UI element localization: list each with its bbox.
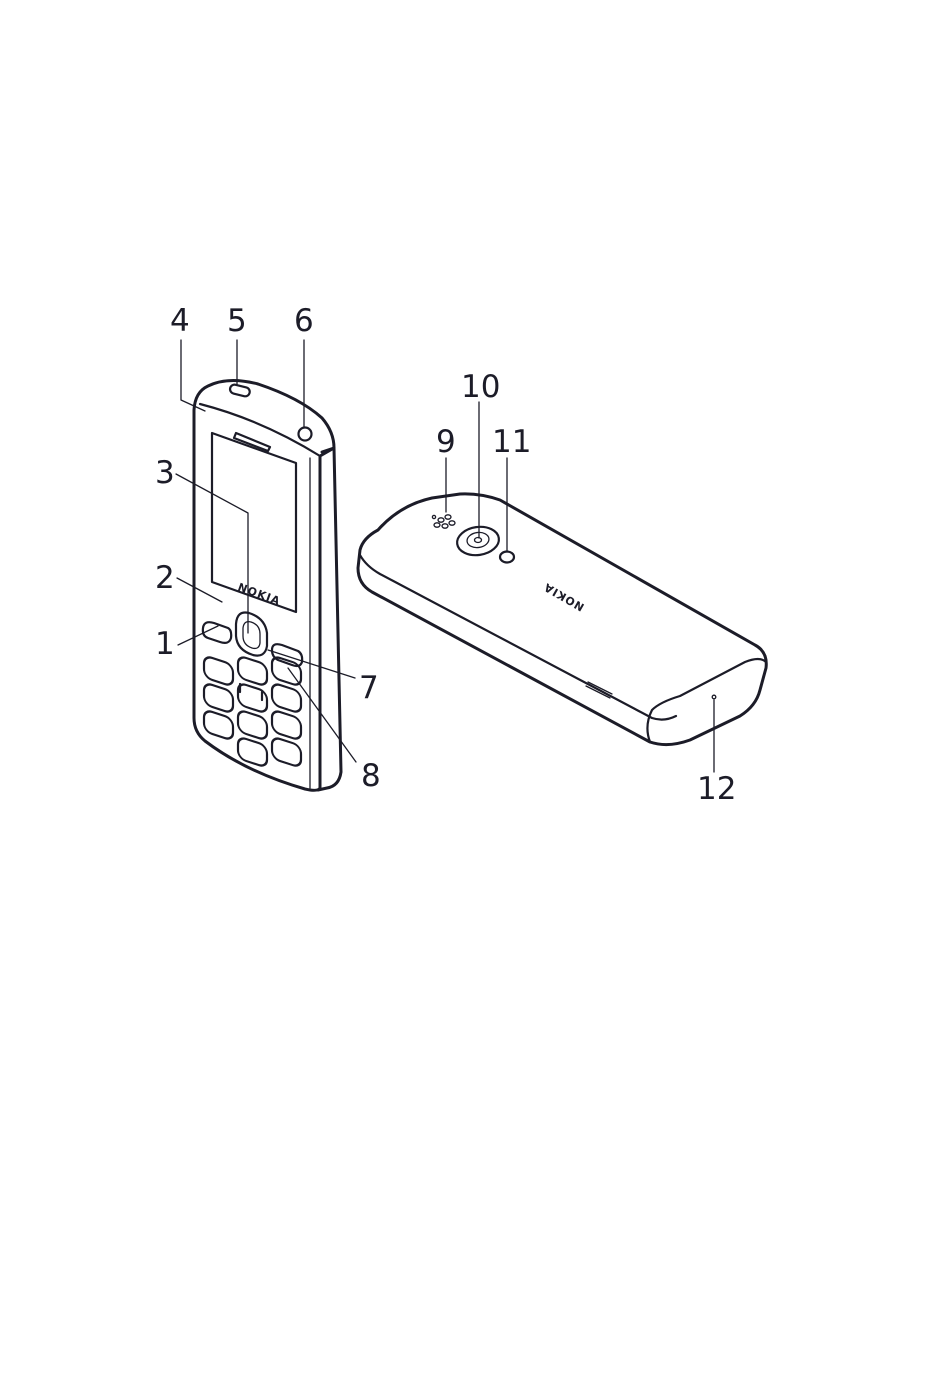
- key: [272, 682, 301, 713]
- callout-9: 9: [436, 424, 456, 460]
- back-brand-logo: NOKIA: [541, 580, 586, 614]
- key: [272, 709, 301, 740]
- callout-2: 2: [155, 560, 175, 596]
- callout-4: 4: [170, 303, 190, 339]
- front-brand-logo: NOKIA: [236, 581, 282, 609]
- phone-front-view: NOKIA: [194, 380, 341, 790]
- back-side-edge: [360, 555, 676, 720]
- phone-back-view: NOKIA: [358, 494, 766, 745]
- charger-slot: [588, 682, 612, 694]
- key: [204, 709, 233, 740]
- speaker-hole: [432, 515, 435, 518]
- callout-5: 5: [227, 303, 247, 339]
- charger-slot-lower: [586, 686, 610, 698]
- callout-1: 1: [155, 626, 175, 662]
- microphone-hole: [712, 695, 716, 699]
- camera-ring: [466, 531, 490, 549]
- key: [272, 736, 301, 767]
- navigation-key-center: [243, 622, 260, 649]
- camera-lens: [475, 538, 482, 543]
- leader-7: [268, 650, 355, 678]
- navigation-key: [236, 612, 267, 655]
- callout-8: 8: [361, 758, 381, 794]
- callout-11: 11: [492, 424, 531, 460]
- right-selection-key: [272, 644, 302, 666]
- front-phone-outline: [194, 380, 334, 790]
- leader-2: [177, 578, 222, 602]
- callout-6: 6: [294, 303, 314, 339]
- key: [238, 709, 267, 740]
- headset-jack: [299, 428, 312, 441]
- speaker-hole: [449, 521, 455, 525]
- left-selection-key: [203, 622, 231, 643]
- flashlight: [500, 552, 514, 563]
- speaker-hole: [445, 515, 451, 519]
- callout-12: 12: [697, 771, 736, 807]
- camera-housing: [455, 524, 500, 558]
- callout-3: 3: [155, 455, 175, 491]
- back-phone-outline: [358, 494, 766, 745]
- key: [204, 682, 233, 713]
- earpiece: [229, 384, 251, 398]
- speaker-hole: [442, 524, 448, 528]
- callout-7: 7: [359, 670, 379, 706]
- leader-1: [178, 626, 218, 645]
- loudspeaker: [432, 515, 455, 528]
- back-end-cap: [647, 659, 766, 742]
- key: [238, 655, 267, 686]
- callout-10: 10: [461, 369, 500, 405]
- speaker-hole: [438, 518, 444, 522]
- leader-4: [181, 340, 205, 411]
- key: [204, 655, 233, 686]
- back-cover-seam: [392, 580, 640, 712]
- speaker-hole: [434, 523, 440, 527]
